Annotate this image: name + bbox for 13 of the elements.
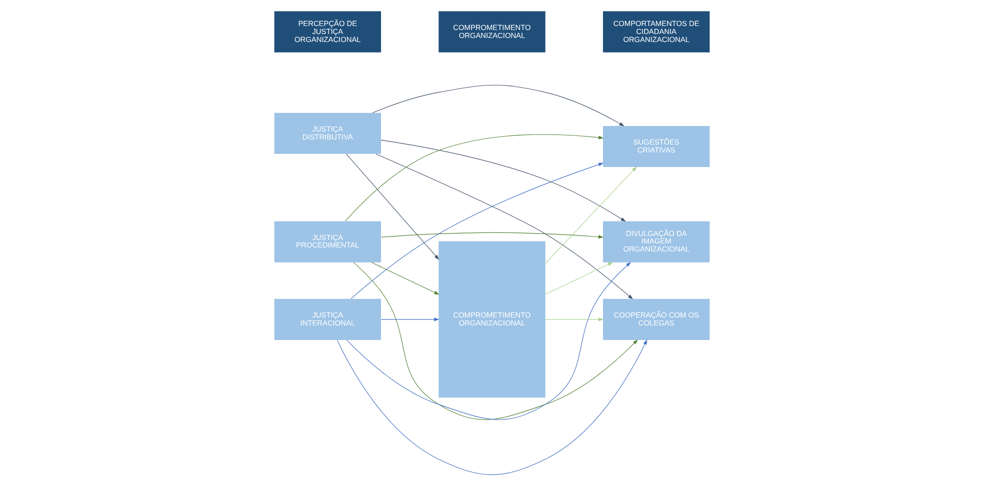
- arrow: [344, 134, 604, 221]
- arrow: [346, 153, 439, 260]
- arrow: [370, 262, 439, 294]
- arrow: [350, 162, 604, 298]
- arrow: [380, 139, 626, 222]
- arrow: [544, 317, 604, 321]
- arrow: [375, 153, 632, 299]
- arrow: [380, 232, 604, 238]
- arrow: [336, 338, 647, 474]
- arrow: [544, 262, 613, 294]
- arrow: [544, 166, 636, 264]
- arrow: [372, 84, 624, 126]
- arrow: [380, 317, 439, 321]
